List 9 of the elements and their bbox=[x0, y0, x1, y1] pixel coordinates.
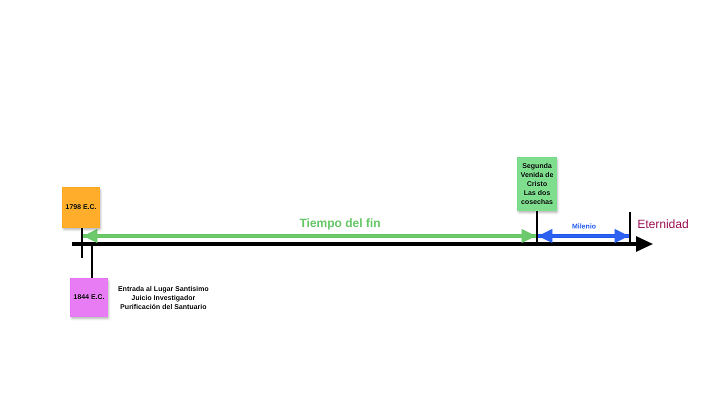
date-note bbox=[62, 187, 100, 228]
double-arrow bbox=[538, 228, 629, 244]
era-label: Eternidad bbox=[637, 216, 689, 232]
tick-line bbox=[91, 246, 92, 278]
date-note bbox=[70, 278, 108, 317]
edge-label: Tiempo del fin bbox=[297, 216, 383, 230]
double-arrow bbox=[83, 228, 536, 244]
tick-line bbox=[81, 228, 83, 258]
event-note bbox=[517, 157, 557, 211]
